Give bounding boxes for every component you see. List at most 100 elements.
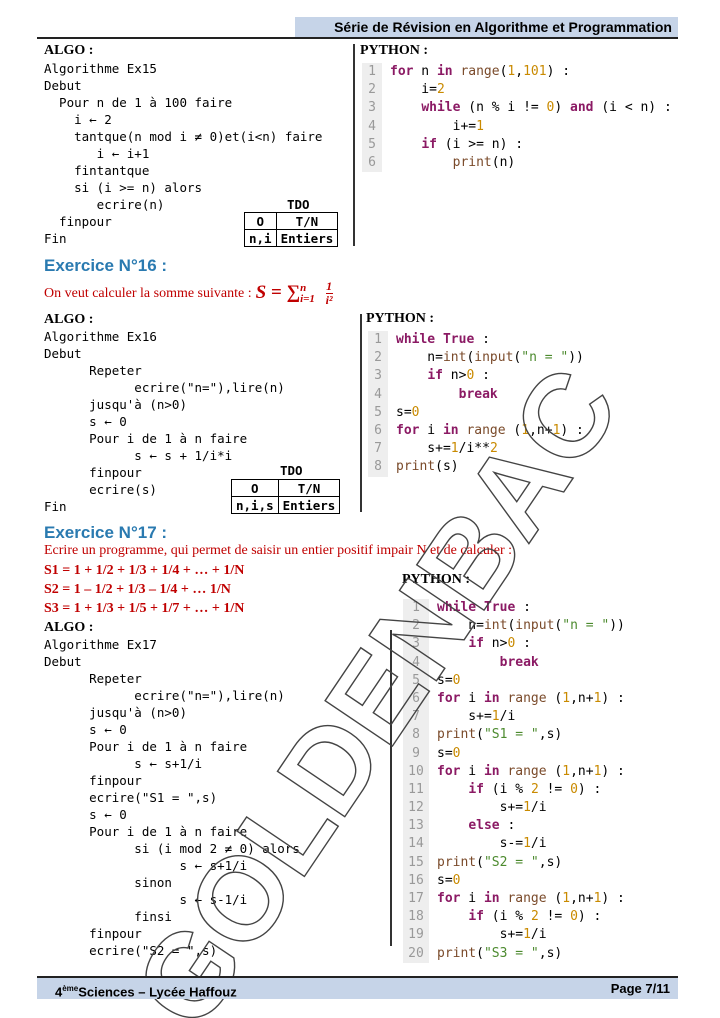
algo-line: Pour i de 1 à n faire bbox=[44, 739, 248, 754]
code-text: if n>0 : bbox=[468, 636, 531, 652]
line-number: 7 bbox=[403, 708, 429, 727]
ex16-statement: On veut calculer la somme suivante : bbox=[44, 285, 252, 301]
algo-line: si (i mod 2 ≠ 0) alors bbox=[44, 841, 300, 856]
formula-lhs: S = ∑ bbox=[255, 281, 301, 303]
code-line: 14 s-=1/i bbox=[403, 835, 625, 854]
formula-numerator: 1 bbox=[325, 279, 333, 294]
footer-school: Sciences – Lycée Haffouz bbox=[78, 984, 237, 1000]
code-line: 2 n=int(input("n = ")) bbox=[403, 617, 625, 636]
algo-line: finpour bbox=[44, 773, 142, 788]
algo-line: ecrire(s) bbox=[44, 482, 157, 497]
page-header-title: Série de Révision en Algorithme et Progr… bbox=[295, 17, 678, 37]
code-text: else : bbox=[468, 818, 516, 834]
code-line: 7 s+=1/i**2 bbox=[368, 440, 584, 459]
tdo-header: T/N bbox=[275, 212, 339, 230]
code-line: 19 s+=1/i bbox=[403, 926, 625, 945]
line-number: 20 bbox=[403, 944, 429, 963]
tdo-cell: n,i bbox=[244, 229, 277, 247]
sum-s2: S2 = 1 – 1/2 + 1/3 – 1/4 + … 1/N bbox=[44, 582, 231, 597]
algo-line: Repeter bbox=[44, 671, 142, 686]
code-text: while True : bbox=[437, 600, 531, 615]
algo-line: Pour i de 1 à n faire bbox=[44, 824, 248, 839]
algo-line: Repeter bbox=[44, 363, 142, 378]
line-number: 15 bbox=[403, 853, 429, 872]
ex16-title: Exercice N°16 : bbox=[44, 256, 168, 275]
ex15-tdo-title: TDO bbox=[287, 197, 310, 212]
code-line: 12 s+=1/i bbox=[403, 799, 625, 818]
algo-line: Fin bbox=[44, 231, 67, 246]
footer-class: 4èmeSciences – Lycée Haffouz bbox=[55, 978, 237, 1002]
line-number: 4 bbox=[368, 385, 388, 404]
header-divider bbox=[37, 37, 678, 39]
code-text: s+=1/i bbox=[437, 709, 516, 725]
code-text: n=int(input("n = ")) bbox=[437, 618, 625, 634]
code-text: for i in range (1,n+1) : bbox=[437, 891, 625, 906]
algo-line: Debut bbox=[44, 78, 82, 93]
algo-line: finpour bbox=[44, 214, 112, 229]
ex17-python-label: PYTHON : bbox=[402, 572, 471, 587]
line-number: 1 bbox=[368, 331, 388, 350]
line-number: 10 bbox=[403, 762, 429, 781]
ex15-python-label: PYTHON : bbox=[360, 43, 429, 58]
code-line: 6 print(n) bbox=[362, 153, 672, 173]
line-number: 1 bbox=[362, 63, 382, 82]
code-text: i=2 bbox=[390, 82, 445, 98]
line-number: 9 bbox=[403, 744, 429, 763]
code-line: 11 if (i % 2 != 0) : bbox=[403, 780, 625, 800]
code-line: 5 if (i >= n) : bbox=[362, 135, 672, 154]
code-text: if (i % 2 != 0) : bbox=[468, 781, 602, 797]
formula-sub: i=1 bbox=[300, 292, 315, 305]
formula-denominator: i² bbox=[325, 293, 333, 307]
line-number: 19 bbox=[403, 926, 429, 945]
code-text: s=0 bbox=[437, 672, 461, 688]
line-number: 1 bbox=[403, 599, 429, 618]
algo-line: Fin bbox=[44, 499, 67, 514]
ex17-algo-label: ALGO : bbox=[44, 620, 94, 635]
code-text: print(s) bbox=[396, 459, 459, 475]
code-text: n=int(input("n = ")) bbox=[396, 350, 584, 366]
line-number: 2 bbox=[403, 617, 429, 636]
line-number: 3 bbox=[368, 367, 388, 386]
algo-line: sinon bbox=[44, 875, 172, 890]
algo-line: i ← i+1 bbox=[44, 146, 150, 161]
code-text: break bbox=[458, 386, 498, 402]
line-number: 11 bbox=[403, 780, 429, 800]
tdo-cell: n,i,s bbox=[231, 496, 279, 514]
code-text: s=0 bbox=[396, 404, 420, 420]
algo-line: finpour bbox=[44, 926, 142, 941]
ex16-tdo-title: TDO bbox=[280, 463, 303, 478]
line-number: 17 bbox=[403, 890, 429, 909]
ex16-algo-label: ALGO : bbox=[44, 312, 94, 327]
algo-line: Debut bbox=[44, 346, 82, 361]
code-text: print("S2 = ",s) bbox=[437, 854, 563, 870]
algo-line: jusqu'à (n>0) bbox=[44, 705, 187, 720]
algo-line: s ← s + 1/i*i bbox=[44, 448, 233, 463]
sum-s3: S3 = 1 + 1/3 + 1/5 + 1/7 + … + 1/N bbox=[44, 601, 245, 616]
algo-line: jusqu'à (n>0) bbox=[44, 397, 187, 412]
code-text: s+=1/i bbox=[437, 927, 547, 943]
line-number: 6 bbox=[368, 421, 388, 441]
tdo-header: O bbox=[244, 212, 277, 230]
code-text: break bbox=[499, 654, 539, 670]
code-text: for i in range (1,n+1) : bbox=[396, 422, 584, 438]
code-text: if n>0 : bbox=[427, 368, 490, 384]
algo-line: si (i >= n) alors bbox=[44, 180, 203, 195]
code-line: 3 while (n % i != 0) and (i < n) : bbox=[362, 99, 672, 118]
column-divider bbox=[353, 44, 355, 246]
algo-line: ecrire(n) bbox=[44, 197, 165, 212]
line-number: 7 bbox=[368, 440, 388, 459]
code-text: while (n % i != 0) and (i < n) : bbox=[421, 100, 672, 116]
line-number: 5 bbox=[362, 135, 382, 154]
column-divider bbox=[360, 314, 362, 512]
line-number: 5 bbox=[368, 403, 388, 422]
code-line: 15 print("S2 = ",s) bbox=[403, 853, 625, 872]
